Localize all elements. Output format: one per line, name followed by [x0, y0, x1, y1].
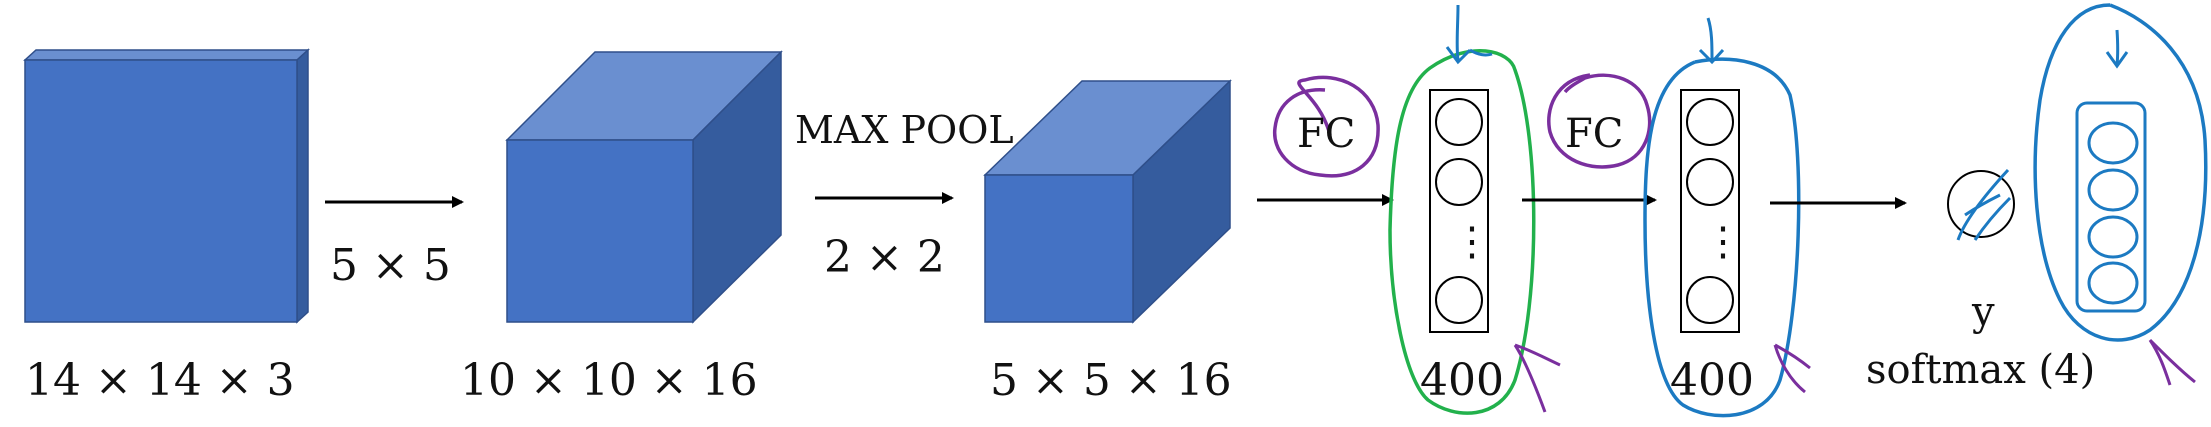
- softmax-input-arrow-handdrawn: [2105, 29, 2129, 69]
- maxpool-label: MAX POOL: [795, 108, 1014, 152]
- input-volume-top: [23, 49, 310, 61]
- fc2-op-label: FC: [1565, 111, 1623, 157]
- input-dims-label: 14 × 14 × 3: [25, 355, 295, 406]
- softmax-stack: [2075, 101, 2147, 313]
- conv-filter-label: 5 × 5: [330, 240, 451, 291]
- fc2-purple-tick: [1773, 343, 1811, 394]
- fc2-units-label: 400: [1670, 355, 1754, 406]
- fc2-blue-outline: [1643, 57, 1801, 418]
- conv-output-dims-label: 10 × 10 × 16: [460, 355, 758, 406]
- fc1-neuron: [1435, 98, 1483, 146]
- fc2-ellipsis: ⋮: [1703, 219, 1743, 265]
- softmax-purple-tick: [2148, 338, 2196, 386]
- conv-output-front: [506, 139, 694, 323]
- fc2-op-circle: [1547, 73, 1652, 169]
- output-node: [1947, 168, 2015, 241]
- softmax-neuron: [2087, 215, 2139, 259]
- output-activation-label: softmax (4): [1866, 347, 2095, 393]
- fc2-neuron: [1686, 98, 1734, 146]
- softmax-blue-outline: [2033, 3, 2208, 342]
- fc1-units-label: 400: [1420, 355, 1504, 406]
- output-y-label: y: [1971, 289, 1995, 335]
- output-node-circle: [1947, 170, 2015, 238]
- pool-output-front: [984, 174, 1134, 323]
- maxpool-size-label: 2 × 2: [824, 232, 945, 283]
- softmax-neuron: [2087, 121, 2139, 165]
- output-node-scribble: [1956, 168, 2012, 241]
- fc2-stack: ⋮: [1680, 89, 1743, 333]
- fc2-neuron: [1686, 276, 1734, 324]
- softmax-neuron: [2087, 168, 2139, 212]
- pool-output-volume: [983, 79, 1232, 324]
- fc1-purple-tick: [1513, 343, 1561, 413]
- fc1-op-circle: [1273, 75, 1380, 178]
- fc2-neuron: [1686, 158, 1734, 206]
- fc1-op-label: FC: [1297, 111, 1355, 157]
- softmax-neuron: [2087, 261, 2139, 305]
- fc1-green-outline: [1388, 48, 1536, 415]
- conv-output-volume: [505, 50, 783, 324]
- fc2-input-arrow-handdrawn: [1698, 17, 1725, 65]
- fc1-ellipsis: ⋮: [1452, 219, 1492, 265]
- input-volume-front: [24, 59, 298, 323]
- pool-output-dims-label: 5 × 5 × 16: [990, 355, 1232, 406]
- fc1-stack: ⋮: [1429, 89, 1492, 333]
- input-volume: [23, 48, 310, 324]
- fc1-neuron: [1435, 158, 1483, 206]
- fc1-neuron: [1435, 276, 1483, 324]
- fc1-input-arrow-handdrawn: [1445, 4, 1493, 65]
- softmax-stack-box: [2075, 101, 2147, 313]
- input-volume-side: [296, 48, 309, 324]
